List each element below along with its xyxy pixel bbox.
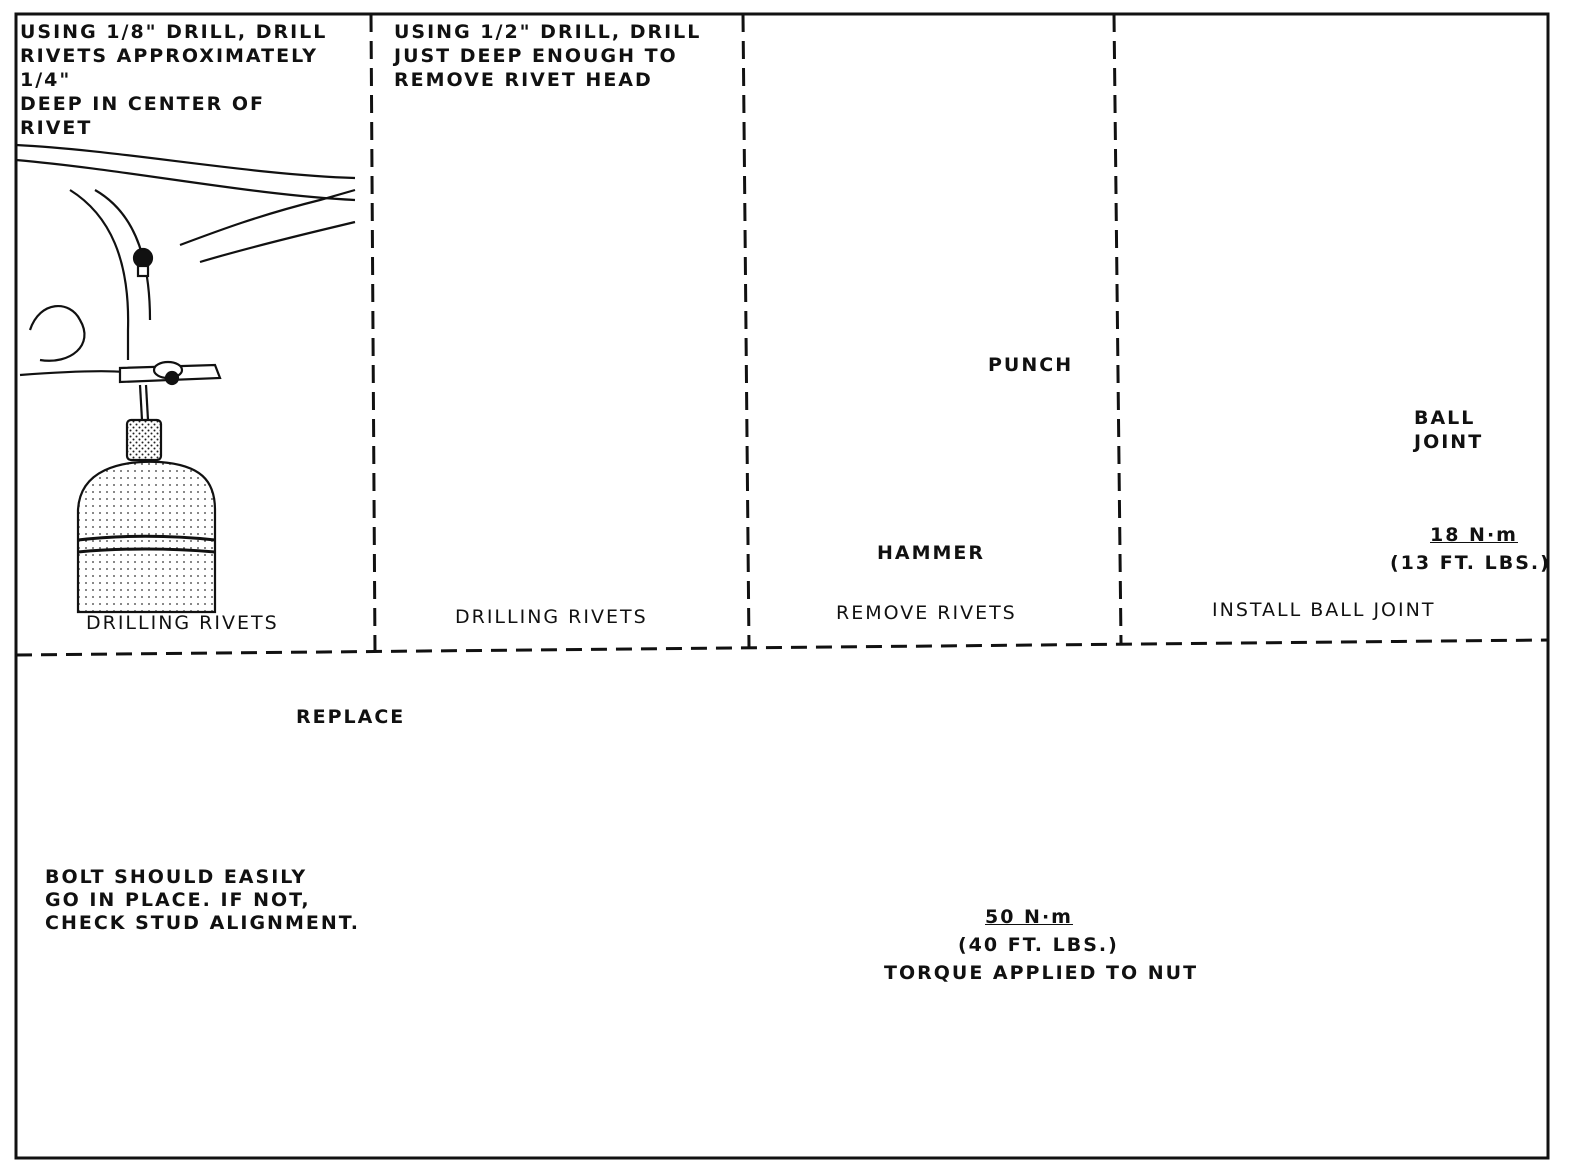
- figure-frame: [14, 12, 1550, 1160]
- panel-1-caption: DRILLING RIVETS: [86, 612, 279, 634]
- ball-joint-label: BALL JOINT: [1414, 407, 1484, 453]
- torque-applied-note: TORQUE APPLIED TO NUT: [884, 962, 1199, 984]
- panel-4-torque-value: 18 N·m: [1430, 524, 1518, 546]
- panel-4-caption: INSTALL BALL JOINT: [1212, 599, 1436, 621]
- panel-2-caption: DRILLING RIVETS: [455, 606, 648, 628]
- hammer-label: HAMMER: [877, 542, 986, 564]
- panel-1-drawing: [15, 143, 356, 614]
- panel-4-torque-imperial: (13 FT. LBS.): [1390, 552, 1551, 574]
- bolt-alignment-note: BOLT SHOULD EASILY GO IN PLACE. IF NOT, …: [45, 866, 361, 934]
- panel-1-instruction: USING 1/8" DRILL, DRILL RIVETS APPROXIMA…: [20, 21, 328, 139]
- knuckle-torque-imperial: (40 FT. LBS.): [958, 934, 1119, 956]
- panel-3-caption: REMOVE RIVETS: [836, 602, 1017, 624]
- knuckle-torque-value: 50 N·m: [985, 906, 1073, 928]
- punch-label: PUNCH: [988, 354, 1074, 376]
- replace-label: REPLACE: [296, 706, 406, 728]
- panel-2-instruction: USING 1/2" DRILL, DRILL JUST DEEP ENOUGH…: [394, 21, 702, 91]
